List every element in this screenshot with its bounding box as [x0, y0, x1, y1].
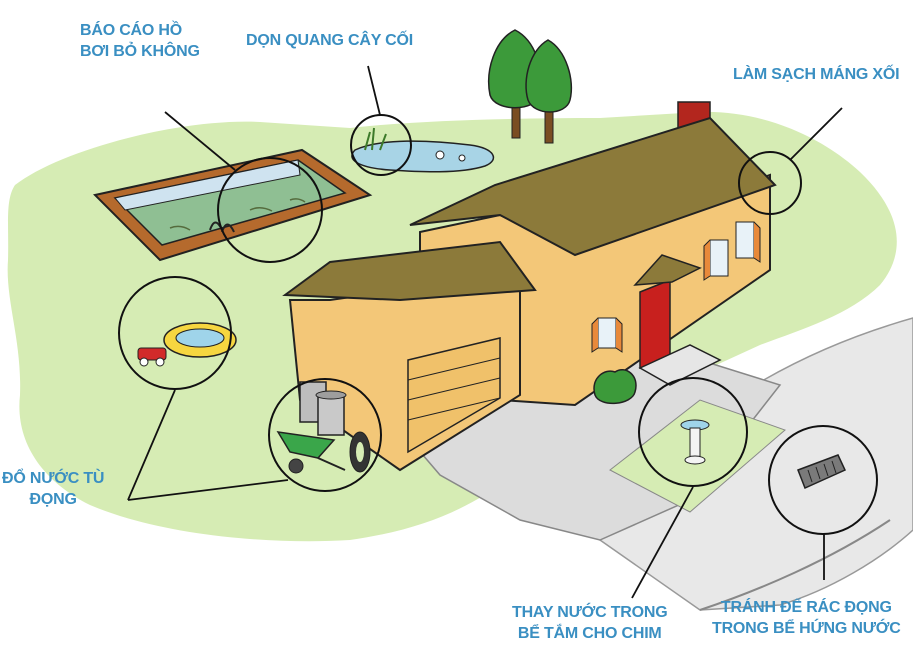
- callout-circle-drain: [768, 425, 878, 535]
- curb: [699, 519, 891, 611]
- pool-icon: [92, 148, 373, 262]
- tire-icon: [349, 431, 371, 473]
- callout-label-pool-line-1: BÁO CÁO HỒ: [80, 22, 183, 39]
- callout-label-gutter: LÀM SẠCH MÁNG XỐI: [733, 66, 900, 83]
- leader-line-trees: [367, 65, 381, 116]
- leader-line-birdbath: [631, 486, 694, 599]
- callout-label-pool-line-2: BƠI BỎ KHÔNG: [80, 43, 200, 60]
- kiddie-pool-icon: [163, 322, 237, 358]
- callout-circle-pool: [217, 157, 323, 263]
- shrub-icon: [593, 369, 637, 404]
- callout-label-pool: BÁO CÁO HỒ BƠI BỎ KHÔNG: [80, 20, 200, 62]
- callout-label-birdbath: THAY NƯỚC TRONG BỂ TẮM CHO CHIM: [512, 604, 668, 642]
- callout-circle-gutter: [738, 151, 802, 215]
- leader-line-standing-water-a: [127, 389, 176, 501]
- callout-label-standing-water: ĐỔ NƯỚC TÙ ĐỌNG: [2, 470, 105, 508]
- house-icon: [282, 101, 777, 472]
- trash-can-icon: [299, 381, 347, 436]
- pond-icon: [351, 127, 495, 173]
- storm-drain-icon: [797, 454, 847, 490]
- leader-line-pool: [164, 111, 236, 171]
- callout-circle-birdbath: [638, 377, 748, 487]
- callout-circle-pond: [350, 114, 412, 176]
- leader-line-gutter: [789, 107, 843, 161]
- callout-circle-trash: [268, 378, 382, 492]
- callout-label-trees: DỌN QUANG CÂY CỐI: [246, 32, 413, 49]
- wheelbarrow-icon: [276, 431, 346, 474]
- leader-line-standing-water-b: [127, 479, 289, 501]
- birdbath-icon: [680, 419, 710, 465]
- callout-circle-kiddie-pool: [118, 276, 232, 390]
- toy-car-icon: [137, 347, 167, 367]
- trees-icon: [488, 29, 573, 144]
- callout-label-drain: TRÁNH ĐỂ RÁC ĐỌNG TRONG BỂ HỨNG NƯỚC: [712, 599, 901, 637]
